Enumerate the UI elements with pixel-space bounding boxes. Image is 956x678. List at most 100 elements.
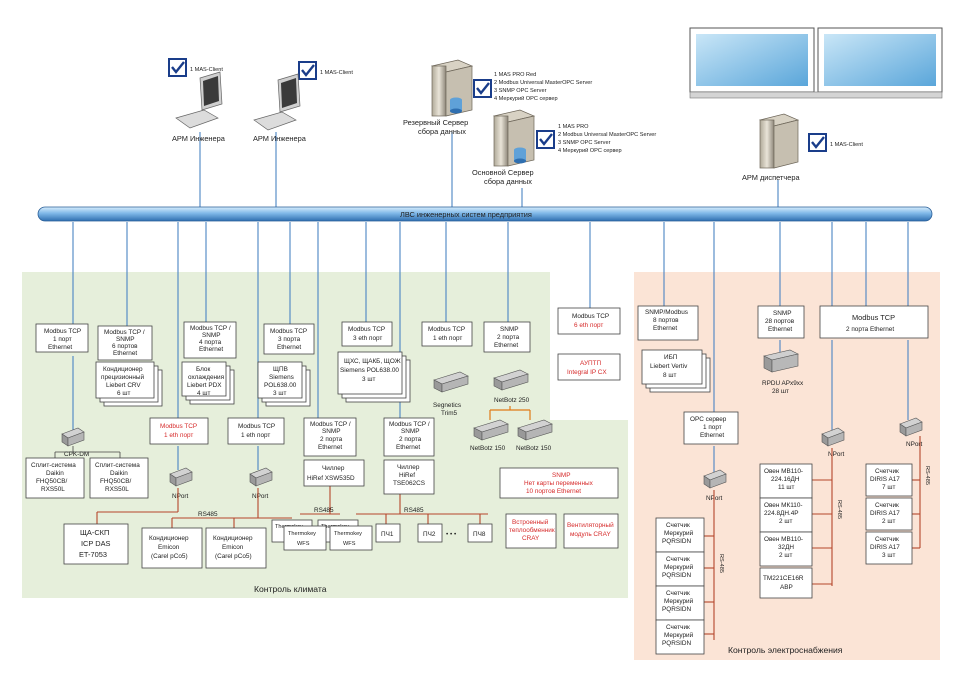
snmp-note[interactable]: SNMP Нет карты переменных 10 портов Ethe…	[499, 467, 619, 499]
svg-text:Счетчик: Счетчик	[875, 502, 899, 509]
svg-text:NPort: NPort	[172, 493, 189, 500]
gateway-icon	[899, 417, 923, 437]
svg-text:Daikin: Daikin	[46, 470, 64, 477]
port-box-13[interactable]: Modbus TCP 1 eth порт	[227, 417, 285, 445]
svg-text:Резервный Сервер: Резервный Сервер	[403, 118, 468, 127]
port-box-8[interactable]: Modbus TCP 6 eth порт	[557, 307, 621, 335]
pch-2[interactable]: ПЧ2	[417, 523, 443, 543]
shcha-skp[interactable]: ЩА-СКП ICP DAS ET-7053	[63, 523, 129, 565]
svg-text:Liebert PDX: Liebert PDX	[187, 382, 222, 389]
svg-text:ПЧ2: ПЧ2	[423, 531, 436, 538]
cpk-dm-gateway[interactable]: CPK-DM	[61, 427, 89, 458]
mercury-meter-4[interactable]: Счетчик Меркурий PQRSIDN	[655, 619, 705, 655]
shchpv-siemens[interactable]: ЩПВ Siemens POL638.00 3 шт	[257, 361, 311, 407]
port-box-12[interactable]: Modbus TCP 1 eth порт	[149, 417, 209, 445]
svg-text:2 Modbus Universal MasterOPC S: 2 Modbus Universal MasterOPC Server	[558, 132, 656, 138]
engineer-workstation-1[interactable]: 1 MAS-Client АРМ Инженера	[168, 58, 226, 143]
svg-text:Modbus TCP: Modbus TCP	[852, 313, 895, 322]
svg-text:3 шт: 3 шт	[362, 376, 375, 383]
owen-mv110-16dn[interactable]: Овен МВ110- 224.16ДН 11 шт	[759, 463, 813, 499]
switch-icon	[493, 369, 529, 391]
split-system-1[interactable]: Сплит-система Daikin FHQ50CB/ RXS50L	[25, 457, 85, 499]
svg-text:4 Меркурий OPC сервер: 4 Меркурий OPC сервер	[494, 95, 558, 102]
dispatcher-workstation[interactable]: 1 MAS-Client АРМ диспетчера	[742, 113, 863, 182]
rpdu-apx[interactable]: RPDU APx9xx 28 шт	[762, 349, 804, 395]
thermokey-stack[interactable]: Thermokey Thermokey Thermokey WFS Thermo…	[271, 519, 373, 551]
mercury-meter-3[interactable]: Счетчик Меркурий PQRSIDN	[655, 585, 705, 621]
server-icon	[492, 109, 536, 167]
chiller-hiref-1[interactable]: Чиллер HiRef XSW535D	[303, 459, 365, 487]
reserve-server[interactable]: 1 MAS PRO Red 2 Modbus Universal MasterO…	[403, 59, 592, 136]
svg-text:Меркурий: Меркурий	[664, 597, 694, 605]
svg-text:PQRSIDN: PQRSIDN	[662, 572, 692, 579]
emicon-conditioner-1[interactable]: Кондиционер Emicon (Carel pCo5)	[141, 527, 203, 569]
port-box-10[interactable]: SNMP 28 портов Ethernet	[757, 305, 805, 339]
diris-a17-3[interactable]: Счетчик DIRIS A17 3 шт	[865, 531, 913, 565]
svg-text:224.8ДН.4Р: 224.8ДН.4Р	[764, 510, 799, 517]
auptp-integral[interactable]: АУПТП Integral IP CX	[557, 353, 621, 381]
svg-text:8 шт: 8 шт	[663, 372, 676, 379]
mercury-meter-2[interactable]: Счетчик Меркурий PQRSIDN	[655, 551, 705, 587]
svg-text:Чиллер: Чиллер	[397, 464, 420, 471]
split-system-2[interactable]: Сплит-система Daikin FHQ50CB/ RXS50L	[89, 457, 149, 499]
tm221-avr[interactable]: TM221CE16R АВР	[759, 567, 813, 599]
netbotz-250[interactable]: NetBotz 250	[493, 369, 530, 404]
builtin-heat-exchanger[interactable]: Встроенный теплообменник CRAY	[505, 513, 557, 549]
pch-1[interactable]: ПЧ1	[375, 523, 401, 543]
port-box-11[interactable]: Modbus TCP 2 порта Ethernet	[819, 305, 929, 339]
port-box-15[interactable]: Modbus TCP / SNMP 2 порта Ethernet	[383, 417, 435, 457]
svg-text:Ethernet: Ethernet	[653, 325, 677, 332]
chiller-hiref-2[interactable]: Чиллер HiRef TSE062CS	[383, 459, 435, 495]
svg-text:1 порт: 1 порт	[703, 424, 722, 431]
svg-text:Счетчик: Счетчик	[666, 522, 690, 529]
liebert-crv[interactable]: Кондиционер прецизионный Liebert CRV 6 ш…	[95, 361, 163, 407]
port-box-7[interactable]: SNMP 2 порта Ethernet	[483, 321, 531, 353]
svg-text:Modbus TCP /: Modbus TCP /	[104, 329, 145, 336]
pch-8[interactable]: ПЧ8	[467, 523, 493, 543]
svg-text:Чиллер: Чиллер	[322, 465, 345, 472]
nport-power-1[interactable]: NPort	[821, 427, 845, 458]
port-box-16[interactable]: OPC сервер 1 порт Ethernet	[683, 411, 739, 445]
diris-a17-2[interactable]: Счетчик DIRIS A17 2 шт	[865, 497, 913, 531]
fan-module-cray[interactable]: Вентиляторный модуль CRAY	[563, 513, 619, 549]
mercury-meter-1[interactable]: Счетчик Меркурий PQRSIDN	[655, 517, 705, 553]
nport-power-2[interactable]: NPort	[899, 417, 923, 448]
svg-text:Ethernet: Ethernet	[494, 342, 518, 349]
port-box-9[interactable]: SNMP/Modbus 8 портов Ethernet	[637, 305, 699, 341]
gateway-icon	[169, 467, 193, 487]
liebert-pdx[interactable]: Блок охлаждения Liebert PDX 4 шт	[181, 361, 235, 405]
port-box-6[interactable]: Modbus TCP 1 eth порт	[421, 321, 473, 347]
ups-liebert[interactable]: ИБП Liebert Vertiv 8 шт	[641, 349, 711, 393]
svg-text:NPort: NPort	[828, 451, 845, 458]
owen-mv110-32dn[interactable]: Овен МВ110- 32ДН 2 шт	[759, 531, 813, 567]
port-box-4[interactable]: Modbus TCP 3 порта Ethernet	[263, 323, 315, 355]
emicon-conditioner-2[interactable]: Кондиционер Emicon (Carel pCo5)	[205, 527, 267, 569]
owen-mk110[interactable]: Овен МК110- 224.8ДН.4Р 2 шт	[759, 497, 813, 533]
netbotz-150-2[interactable]: NetBotz 150	[516, 419, 553, 452]
gateway-icon	[821, 427, 845, 447]
port-box-5[interactable]: Modbus TCP 3 eth порт	[341, 321, 393, 347]
svg-text:3 SNMP OPC Server: 3 SNMP OPC Server	[494, 88, 547, 94]
svg-text:OPC сервер: OPC сервер	[690, 416, 727, 423]
svg-text:SNMP: SNMP	[500, 326, 518, 333]
computer-icon	[175, 71, 223, 129]
port-box-14[interactable]: Modbus TCP / SNMP 2 порта Ethernet	[303, 417, 357, 457]
port-box-1[interactable]: Modbus TCP 1 порт Ethernet	[35, 323, 89, 353]
main-server[interactable]: 1 MAS PRO 2 Modbus Universal MasterOPC S…	[472, 109, 656, 186]
svg-text:ЩХС, ЩАКБ, ЩОЖ: ЩХС, ЩАКБ, ЩОЖ	[344, 358, 401, 365]
shchxs-siemens[interactable]: ЩХС, ЩАКБ, ЩОЖ Siemens POL638.00 3 шт	[337, 351, 411, 403]
nport-climate-1[interactable]: NPort	[169, 467, 193, 500]
svg-text:WFS: WFS	[343, 541, 356, 547]
svg-text:6 eth порт[interactable]: 6 eth порт	[574, 322, 603, 329]
netbotz-150-1[interactable]: NetBotz 150	[470, 419, 509, 452]
engineer-workstation-2[interactable]: 1 MAS-Client АРМ Инженера	[253, 61, 353, 143]
port-box-2[interactable]: Modbus TCP / SNMP 6 портов Ethernet	[97, 325, 153, 361]
segnetics-trim5[interactable]: Segnetics Trim5	[433, 371, 469, 417]
port-box-3[interactable]: Modbus TCP / SNMP 4 порта Ethernet	[183, 321, 237, 359]
diris-a17-1[interactable]: Счетчик DIRIS A17 7 шт	[865, 463, 913, 497]
svg-text:Кондиционер: Кондиционер	[103, 366, 143, 373]
nport-climate-2[interactable]: NPort	[249, 467, 273, 500]
svg-text:SNMP: SNMP	[202, 332, 220, 339]
svg-text:Встроенный: Встроенный	[512, 518, 549, 526]
